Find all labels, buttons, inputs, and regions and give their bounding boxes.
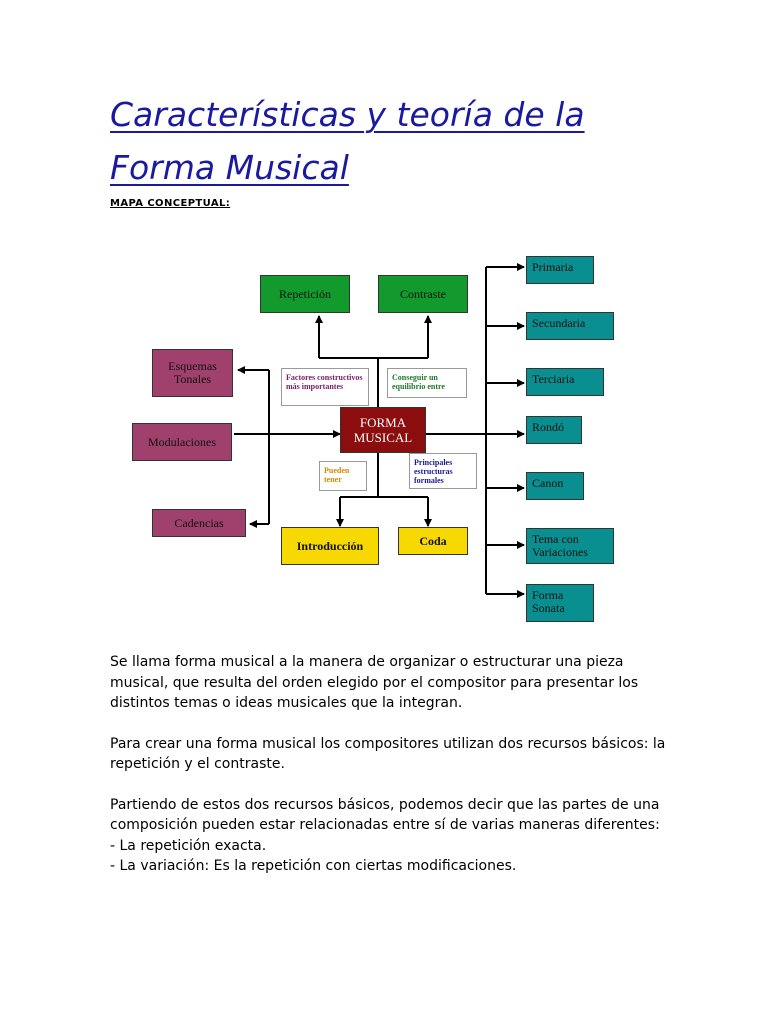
- list-item: - La repetición exacta.: [110, 837, 267, 854]
- document-title: Características y teoría de la Forma Mus…: [110, 88, 670, 194]
- node-terciaria: Terciaria: [526, 368, 604, 396]
- list-item: - La variación: Es la repetición con cie…: [110, 858, 517, 874]
- node-repeticion: Repetición: [260, 275, 350, 313]
- node-modulaciones: Modulaciones: [132, 423, 232, 461]
- node-esquemas-tonales: Esquemas Tonales: [152, 349, 233, 397]
- title-line-2: Forma Musical: [110, 148, 349, 187]
- note-conseguir: Conseguir un equilibrio entre: [387, 368, 467, 398]
- concept-map-heading: MAPA CONCEPTUAL:: [110, 198, 231, 209]
- note-factores: Factores constructivos más importantes: [281, 368, 369, 406]
- node-rondo: Rondó: [526, 416, 582, 444]
- node-forma-musical: FORMA MUSICAL: [340, 407, 426, 453]
- paragraph-partes: Partiendo de estos dos recursos básicos,…: [110, 795, 670, 877]
- node-tema-con-variaciones: Tema con Variaciones: [526, 528, 614, 564]
- node-contraste: Contraste: [378, 275, 468, 313]
- node-secundaria: Secundaria: [526, 312, 614, 340]
- paragraph-definition: Se llama forma musical a la manera de or…: [110, 654, 639, 711]
- paragraph-recursos: Para crear una forma musical los composi…: [110, 735, 666, 773]
- node-primaria: Primaria: [526, 256, 594, 284]
- paragraph-partes-text: Partiendo de estos dos recursos básicos,…: [110, 796, 660, 834]
- note-pueden-tener: Pueden tener: [319, 461, 367, 491]
- node-canon: Canon: [526, 472, 584, 500]
- node-forma-sonata: Forma Sonata: [526, 584, 594, 622]
- node-introduccion: Introducción: [281, 527, 379, 565]
- note-principales: Principales estructuras formales: [409, 453, 477, 489]
- node-cadencias: Cadencias: [152, 509, 246, 537]
- title-line-1: Características y teoría de la: [110, 95, 585, 134]
- node-coda: Coda: [398, 527, 468, 555]
- body-text: Se llama forma musical a la manera de or…: [110, 652, 670, 877]
